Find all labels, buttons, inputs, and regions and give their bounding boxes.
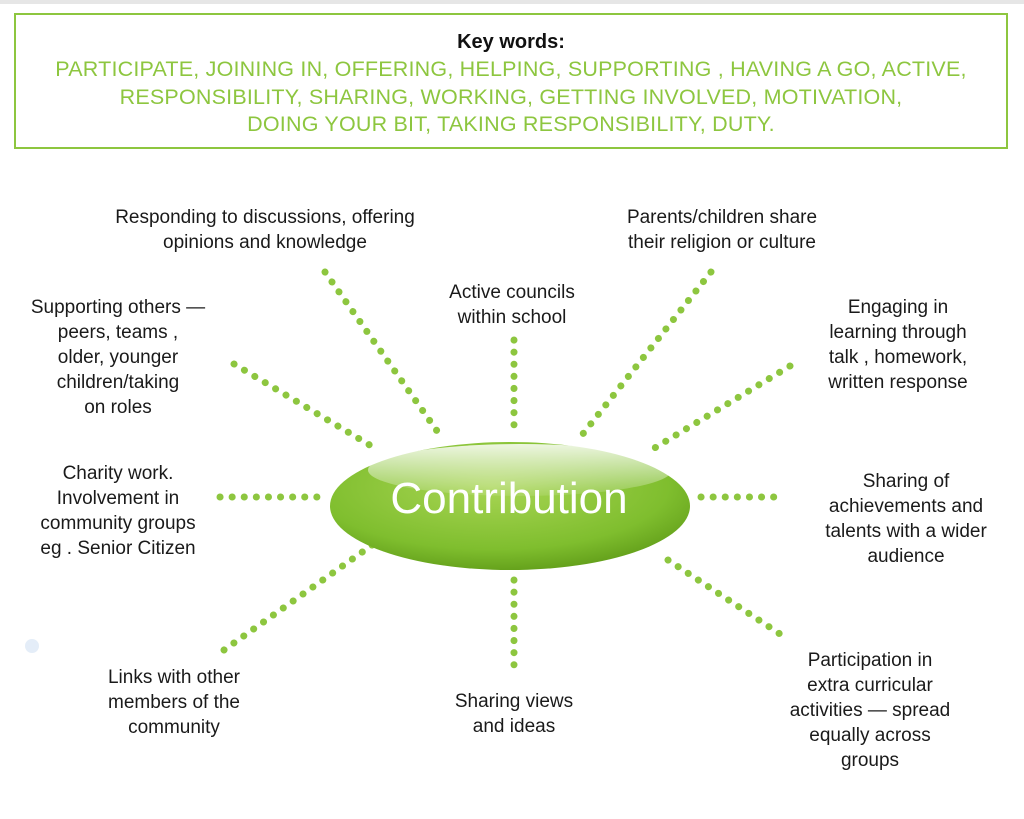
branch-text: Charity work.	[62, 463, 174, 484]
connector-religion	[578, 268, 715, 439]
ellipse-highlight	[368, 444, 672, 496]
branch-text: eg . Senior Citizen	[40, 538, 196, 559]
branch-text: learning through	[829, 322, 967, 343]
branch-text: equally across	[809, 725, 931, 746]
branch-text: talk , homework,	[828, 347, 968, 368]
key-words-title: Key words:	[457, 31, 565, 53]
dotted-connectors	[216, 268, 794, 678]
branch-text: extra curricular	[807, 675, 933, 696]
branch-text: activities — spread	[789, 700, 951, 721]
branch-text: Active councils	[449, 282, 575, 303]
branch-text: Sharing of	[862, 471, 950, 492]
branch-text: community groups	[40, 513, 196, 534]
key-words-line: RESPONSIBILITY, SHARING, WORKING, GETTIN…	[119, 85, 903, 109]
branch-engaging: Engaging in learning through talk , home…	[798, 295, 998, 395]
branch-discussions: Responding to discussions, offering opin…	[70, 205, 460, 255]
key-words-line: DOING YOUR BIT, TAKING RESPONSIBILITY, D…	[247, 112, 775, 136]
branch-views: Sharing views and ideas	[414, 689, 614, 739]
key-words-box: Key words: PARTICIPATE, JOINING IN, OFFE…	[14, 13, 1008, 149]
branch-text: opinions and knowledge	[163, 232, 367, 253]
branch-text: within school	[457, 307, 567, 328]
branch-text: Links with other	[107, 667, 240, 688]
key-words-line: PARTICIPATE, JOINING IN, OFFERING, HELPI…	[55, 57, 967, 81]
branch-text: on roles	[84, 397, 152, 418]
branch-text: peers, teams ,	[57, 322, 179, 343]
branch-text: older, younger	[57, 347, 179, 368]
branch-text: Supporting others —	[30, 297, 206, 318]
connector-extracurricular	[664, 556, 784, 638]
decorative-dot	[25, 639, 39, 653]
branch-supporting: Supporting others — peers, teams , older…	[8, 295, 228, 420]
branch-text: groups	[840, 750, 900, 771]
branch-extracurricular: Participation in extra curricular activi…	[760, 648, 980, 773]
branch-text: and ideas	[472, 716, 556, 737]
branch-text: their religion or culture	[628, 232, 816, 253]
branch-text: audience	[867, 546, 945, 567]
branch-councils: Active councils within school	[412, 280, 612, 330]
branch-text: Engaging in	[847, 297, 949, 318]
center-label: Contribution	[390, 474, 627, 523]
branch-text: written response	[828, 372, 968, 393]
connector-supporting	[230, 360, 382, 454]
branch-text: talents with a wider	[825, 521, 987, 542]
top-divider	[0, 0, 1024, 4]
connector-discussions	[321, 268, 446, 442]
branch-text: Parents/children share	[626, 207, 818, 228]
branch-text: Responding to discussions, offering	[115, 207, 415, 228]
branch-text: members of the	[108, 692, 240, 713]
branch-charity: Charity work. Involvement in community g…	[10, 461, 226, 561]
branch-text: Involvement in	[56, 488, 180, 509]
connector-engaging	[644, 362, 794, 456]
connector-links	[220, 539, 379, 654]
branch-text: community	[128, 717, 220, 738]
branch-achievements: Sharing of achievements and talents with…	[796, 469, 1016, 569]
branch-text: achievements and	[828, 496, 984, 517]
branch-religion: Parents/children share their religion or…	[592, 205, 852, 255]
branch-text: children/taking	[56, 372, 180, 393]
branch-text: Participation in	[807, 650, 933, 671]
branch-text: Sharing views	[454, 691, 574, 712]
branch-links: Links with other members of the communit…	[74, 665, 274, 740]
